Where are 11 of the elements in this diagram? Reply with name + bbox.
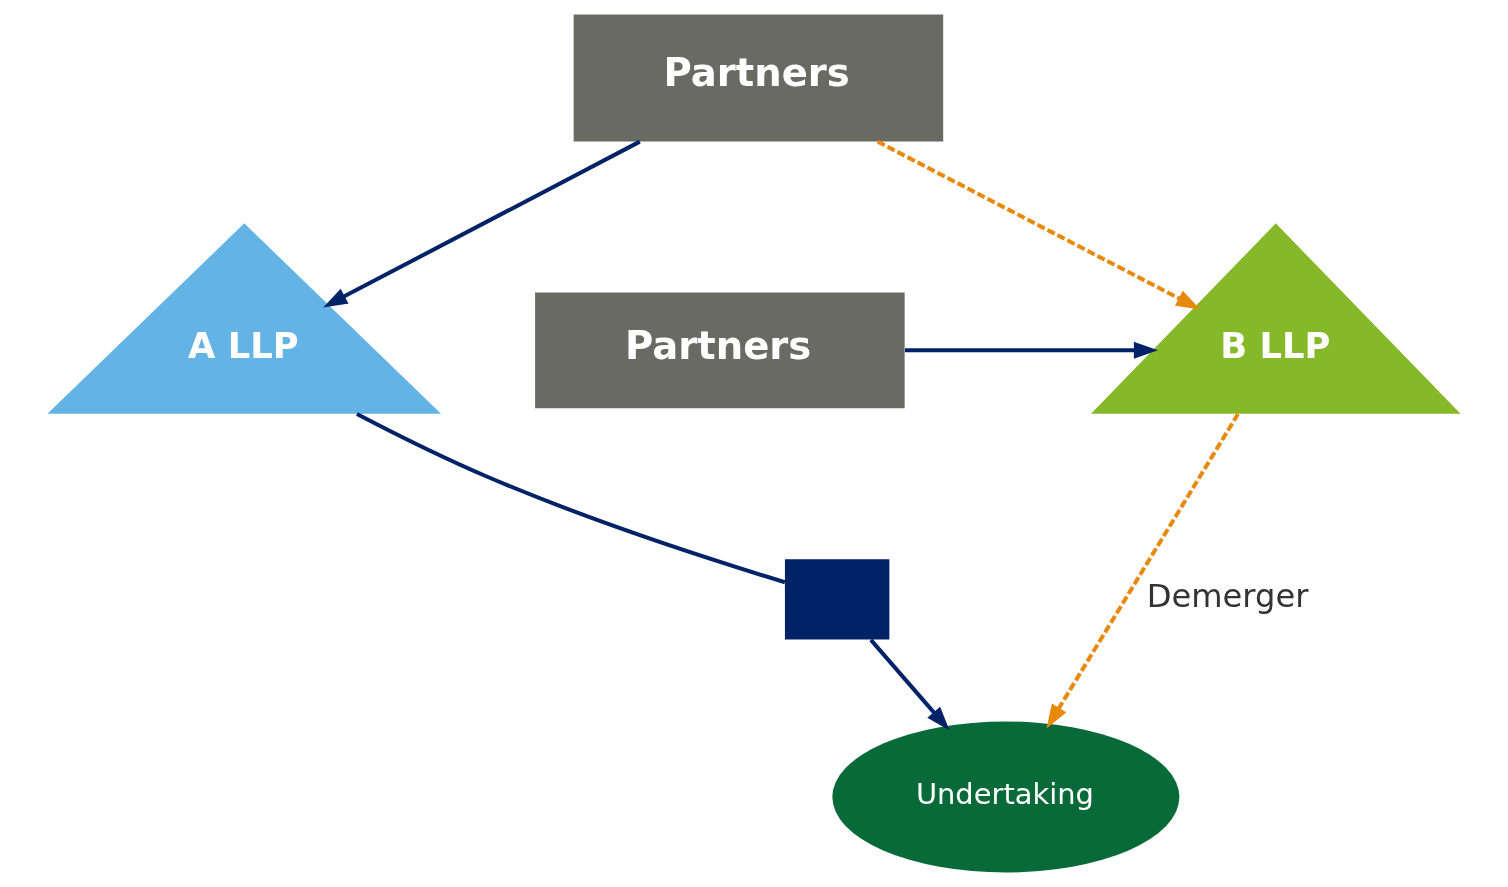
edge-label: Demerger [1146, 577, 1309, 616]
node-box [784, 559, 890, 640]
arrow [1046, 413, 1240, 729]
connector [356, 412, 786, 585]
arrow [876, 139, 1201, 310]
arrow [869, 638, 950, 731]
arrow [905, 341, 1159, 359]
node-box: Partners [535, 292, 905, 409]
node-box: Partners [573, 14, 944, 142]
node-ellipse: Undertaking [832, 721, 1180, 873]
arrow [323, 139, 641, 308]
